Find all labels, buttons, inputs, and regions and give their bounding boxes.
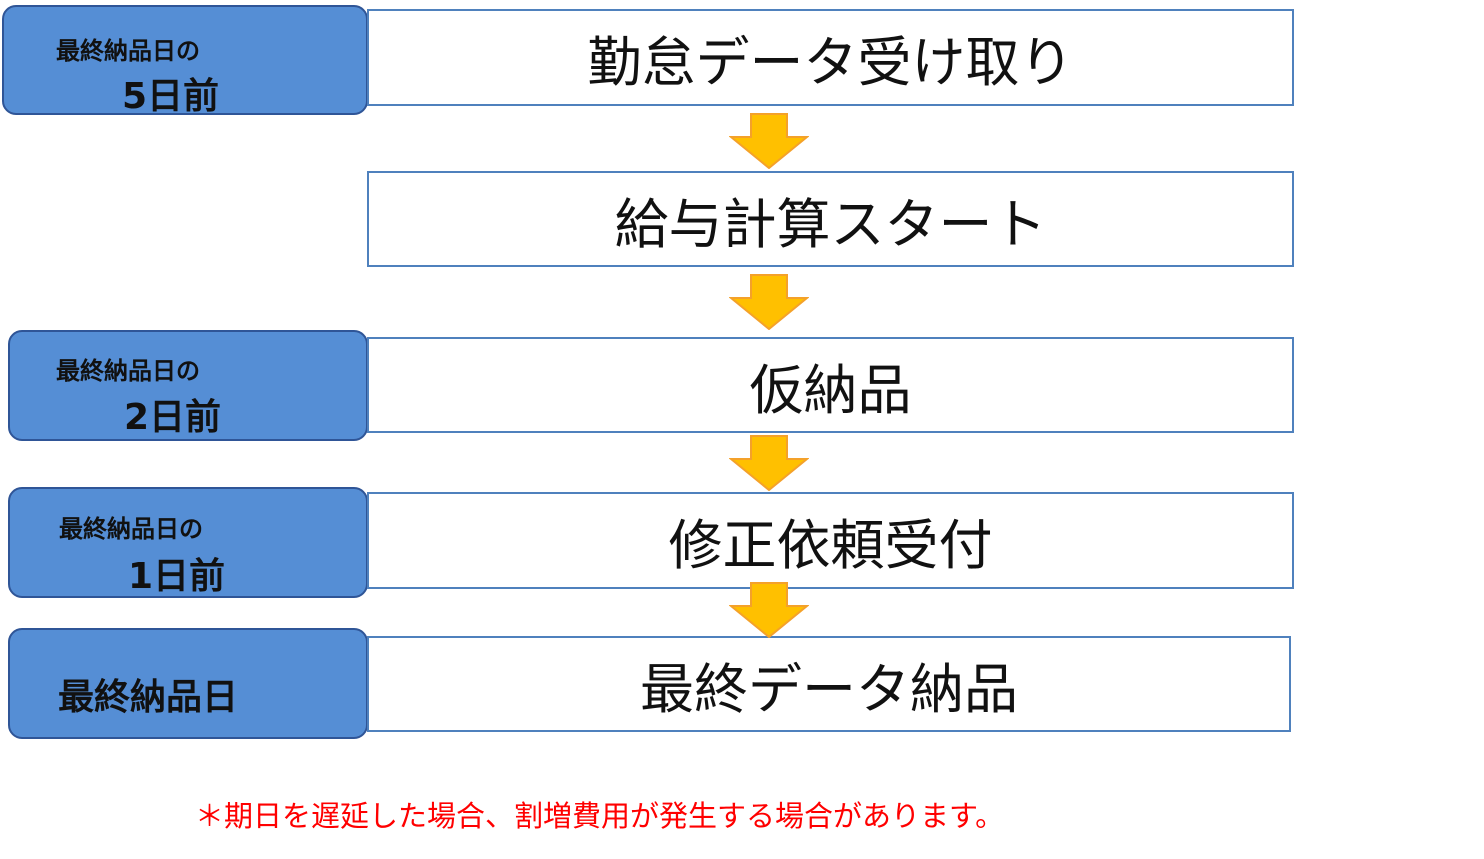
- delay-surcharge-note: ＊期日を遅延した場合、割増費用が発生する場合があります。: [195, 799, 1005, 833]
- down-arrow-icon: [729, 113, 809, 169]
- badge-1-day-before: 最終納品日の 1日前: [8, 487, 368, 598]
- step-label: 修正依頼受付: [668, 514, 993, 577]
- down-arrow-icon: [729, 435, 809, 491]
- badge-label-line1: 最終納品日の: [59, 515, 203, 543]
- badge-label-line2: 5日前: [122, 76, 220, 117]
- down-arrow-icon: [729, 274, 809, 330]
- step-correction-requests: 修正依頼受付: [367, 492, 1294, 589]
- down-arrow-icon: [729, 582, 809, 638]
- step-label: 最終データ納品: [640, 657, 1018, 721]
- badge-label-line1: 最終納品日の: [56, 37, 200, 65]
- step-payroll-start: 給与計算スタート: [367, 171, 1294, 267]
- step-label: 勤怠データ受け取り: [587, 31, 1074, 94]
- badge-5-days-before: 最終納品日の 5日前: [2, 5, 368, 117]
- step-label: 仮納品: [749, 358, 912, 422]
- step-label: 給与計算スタート: [614, 192, 1047, 256]
- step-provisional-delivery: 仮納品: [367, 337, 1294, 433]
- badge-label-line1: 最終納品日の: [56, 357, 200, 385]
- step-receive-attendance-data: 勤怠データ受け取り: [367, 9, 1294, 106]
- badge-label-line2: 2日前: [124, 397, 222, 438]
- step-final-data-delivery: 最終データ納品: [367, 636, 1291, 732]
- badge-final-delivery-day: 最終納品日: [8, 628, 368, 739]
- badge-label-line2: 1日前: [128, 556, 226, 597]
- badge-2-days-before: 最終納品日の 2日前: [8, 330, 368, 441]
- badge-label: 最終納品日: [58, 677, 239, 718]
